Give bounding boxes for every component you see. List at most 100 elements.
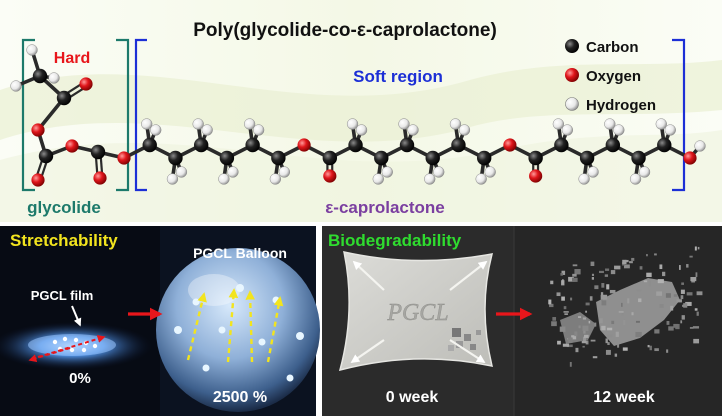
hydrogen-atom xyxy=(587,166,599,178)
hydrogen-atom xyxy=(355,124,368,136)
debris-fragment xyxy=(625,259,629,263)
debris-fragment xyxy=(566,344,573,348)
debris-fragment xyxy=(601,283,605,288)
carbon-atom xyxy=(425,150,440,166)
debris-fragment xyxy=(585,302,590,306)
oxygen-atom xyxy=(93,171,107,185)
debris-fragment xyxy=(581,340,587,344)
hydrogen-atom xyxy=(407,124,419,136)
debris-fragment xyxy=(561,296,565,301)
debris-fragment xyxy=(601,300,607,306)
debris-fragment xyxy=(618,310,624,313)
debris-fragment xyxy=(583,329,586,334)
carbon-atom xyxy=(579,150,595,166)
end-time-label: 12 week xyxy=(593,389,654,406)
hydrogen-atom xyxy=(638,166,651,178)
debris-fragment xyxy=(611,320,615,325)
debris-fragment xyxy=(572,273,577,277)
debris-fragment xyxy=(629,261,633,264)
legend-item-oxygen: Oxygen xyxy=(565,68,641,85)
debris-fragment xyxy=(661,316,665,319)
debris-fragment xyxy=(635,331,642,338)
expansion-arrow-3 xyxy=(245,290,256,363)
hydrogen-atom xyxy=(48,72,60,84)
carbon-atom xyxy=(657,137,672,153)
debris-fragment xyxy=(591,273,595,276)
soft-region-label: Soft region xyxy=(353,67,443,86)
legend-item-hydrogen: Hydrogen xyxy=(565,97,656,114)
glycolide-bracket-right xyxy=(116,38,130,192)
debris-fragment xyxy=(582,336,586,342)
debris-fragment xyxy=(594,285,599,290)
debris-fragment xyxy=(570,297,573,301)
expansion-arrow-2 xyxy=(226,288,239,363)
debris-fragment xyxy=(575,347,579,353)
debris-fragment xyxy=(638,298,642,303)
hydrogen-atom xyxy=(166,173,179,185)
debris-fragment xyxy=(696,291,703,296)
biodegradability-heading: Biodegradability xyxy=(328,231,462,250)
debris-fragment xyxy=(610,270,616,275)
hard-label: Hard xyxy=(54,50,90,67)
debris-fragment xyxy=(647,344,650,348)
debris-fragment xyxy=(654,329,660,334)
debris-fragment xyxy=(694,308,698,311)
debris-fragment xyxy=(605,338,608,344)
debris-fragment xyxy=(598,270,604,274)
debris-fragment xyxy=(605,268,610,271)
debris-fragment xyxy=(681,282,684,285)
debris-fragment xyxy=(617,344,620,348)
film-pointer-arrow xyxy=(71,305,82,327)
debris-fragment xyxy=(560,272,563,276)
debris-fragment xyxy=(622,347,628,351)
debris-fragment xyxy=(601,325,606,331)
debris-fragment xyxy=(562,343,569,347)
carbon-atom xyxy=(219,150,235,166)
debris-fragment xyxy=(685,301,692,306)
debris-fragment xyxy=(646,272,652,278)
pgcl-balloon-label: PGCL Balloon xyxy=(193,245,287,261)
hydrogen-atom xyxy=(604,118,616,130)
carbon-atom xyxy=(605,137,621,153)
debris-fragment xyxy=(662,271,666,277)
carbon-atom xyxy=(142,137,157,153)
hydrogen-atom xyxy=(561,124,574,136)
degraded-sample-photo xyxy=(548,246,703,367)
debris-fragment xyxy=(582,345,585,348)
legend: Carbon Oxygen Hydrogen xyxy=(565,39,656,114)
hydrogen-atom xyxy=(346,118,359,130)
oxygen-atom xyxy=(503,138,517,152)
debris-fragment xyxy=(657,279,664,284)
hydrogen-atom xyxy=(433,166,445,178)
debris-fragment xyxy=(591,277,594,280)
hydrogen-atom xyxy=(278,166,291,178)
debris-fragment xyxy=(609,289,616,294)
oxygen-atom xyxy=(297,138,311,152)
balloon-photo xyxy=(156,226,320,416)
carbon-atom xyxy=(32,68,48,84)
oxygen-atom xyxy=(117,151,131,165)
debris-fragment xyxy=(563,306,567,310)
debris-fragment xyxy=(552,317,557,321)
debris-fragment xyxy=(639,266,643,270)
hydrogen-atom xyxy=(192,118,204,130)
debris-fragment xyxy=(574,331,578,337)
molecule-atoms xyxy=(10,44,706,187)
debris-fragment xyxy=(680,295,684,300)
debris-fragment xyxy=(557,340,561,345)
debris-fragment xyxy=(549,303,554,308)
debris-fragment xyxy=(559,326,566,332)
debris-fragment xyxy=(686,264,689,268)
debris-fragment xyxy=(673,323,679,328)
start-time-label: 0 week xyxy=(386,389,439,406)
molecule-model xyxy=(10,44,706,187)
debris-fragment xyxy=(551,321,557,327)
expansion-arrow-4 xyxy=(266,296,284,363)
pgcl-film-label: PGCL film xyxy=(31,288,94,303)
hydrogen-atom xyxy=(26,44,38,56)
carbon-atom xyxy=(374,150,389,166)
debris-fragment xyxy=(623,319,626,326)
hydrogen-atom xyxy=(694,140,706,152)
